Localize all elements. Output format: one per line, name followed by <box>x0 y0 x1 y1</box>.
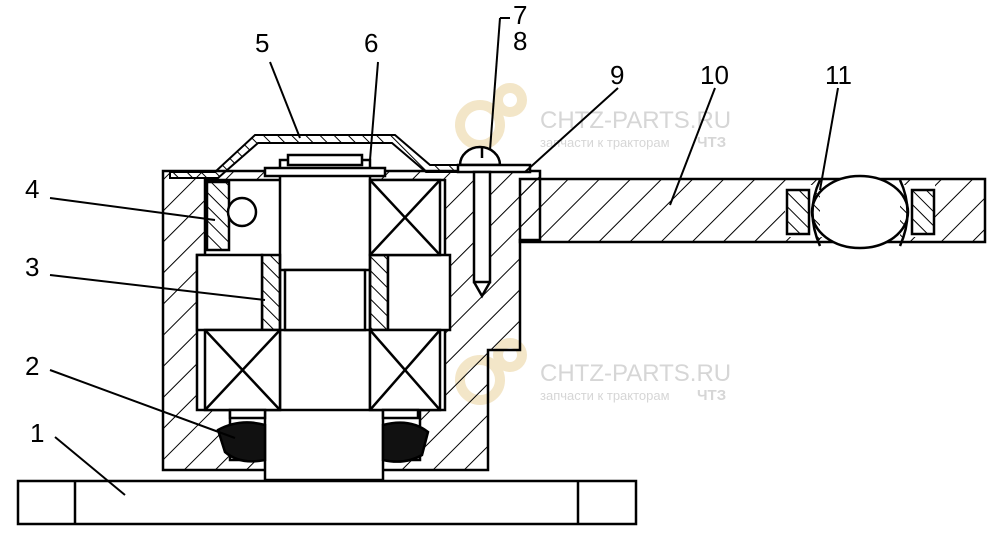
seal-left <box>216 421 267 463</box>
shaft-hub <box>263 408 385 482</box>
label-5: 5 <box>255 28 269 58</box>
bearing-race <box>205 180 231 252</box>
watermark-brand: ЧТЗ <box>697 387 726 404</box>
ball-seat-left <box>785 188 811 236</box>
label-3: 3 <box>25 252 39 282</box>
label-2: 2 <box>25 351 39 381</box>
bearing-top-right <box>368 178 442 257</box>
ball-seat-right <box>910 188 936 236</box>
part-labels: 1 2 3 4 5 6 7 8 9 10 11 <box>25 0 852 448</box>
bearing-bottom-right <box>368 328 442 412</box>
base-plate <box>16 479 638 526</box>
bearing-ball <box>226 196 258 228</box>
label-6: 6 <box>364 28 378 58</box>
watermark-site: CHTZ-PARTS.RU <box>540 360 731 387</box>
watermark-tagline: запчасти к тракторам <box>540 135 670 150</box>
ball-joint <box>810 174 910 250</box>
label-8: 8 <box>513 26 527 56</box>
watermark-tagline: запчасти к тракторам <box>540 388 670 403</box>
label-4: 4 <box>25 174 39 204</box>
label-9: 9 <box>610 60 624 90</box>
leader-lines <box>49 17 839 496</box>
label-1: 1 <box>30 418 44 448</box>
bearing-bottom-left <box>203 328 282 412</box>
seal-right <box>381 421 430 463</box>
needle-race-right <box>368 253 390 332</box>
label-10: 10 <box>700 60 729 90</box>
label-7: 7 <box>513 0 527 30</box>
needle-race-left <box>260 253 282 332</box>
label-11: 11 <box>825 60 852 90</box>
watermark-brand: ЧТЗ <box>697 134 726 151</box>
watermark: CHTZ-PARTS.RU запчасти к тракторам ЧТЗ C… <box>540 107 731 404</box>
